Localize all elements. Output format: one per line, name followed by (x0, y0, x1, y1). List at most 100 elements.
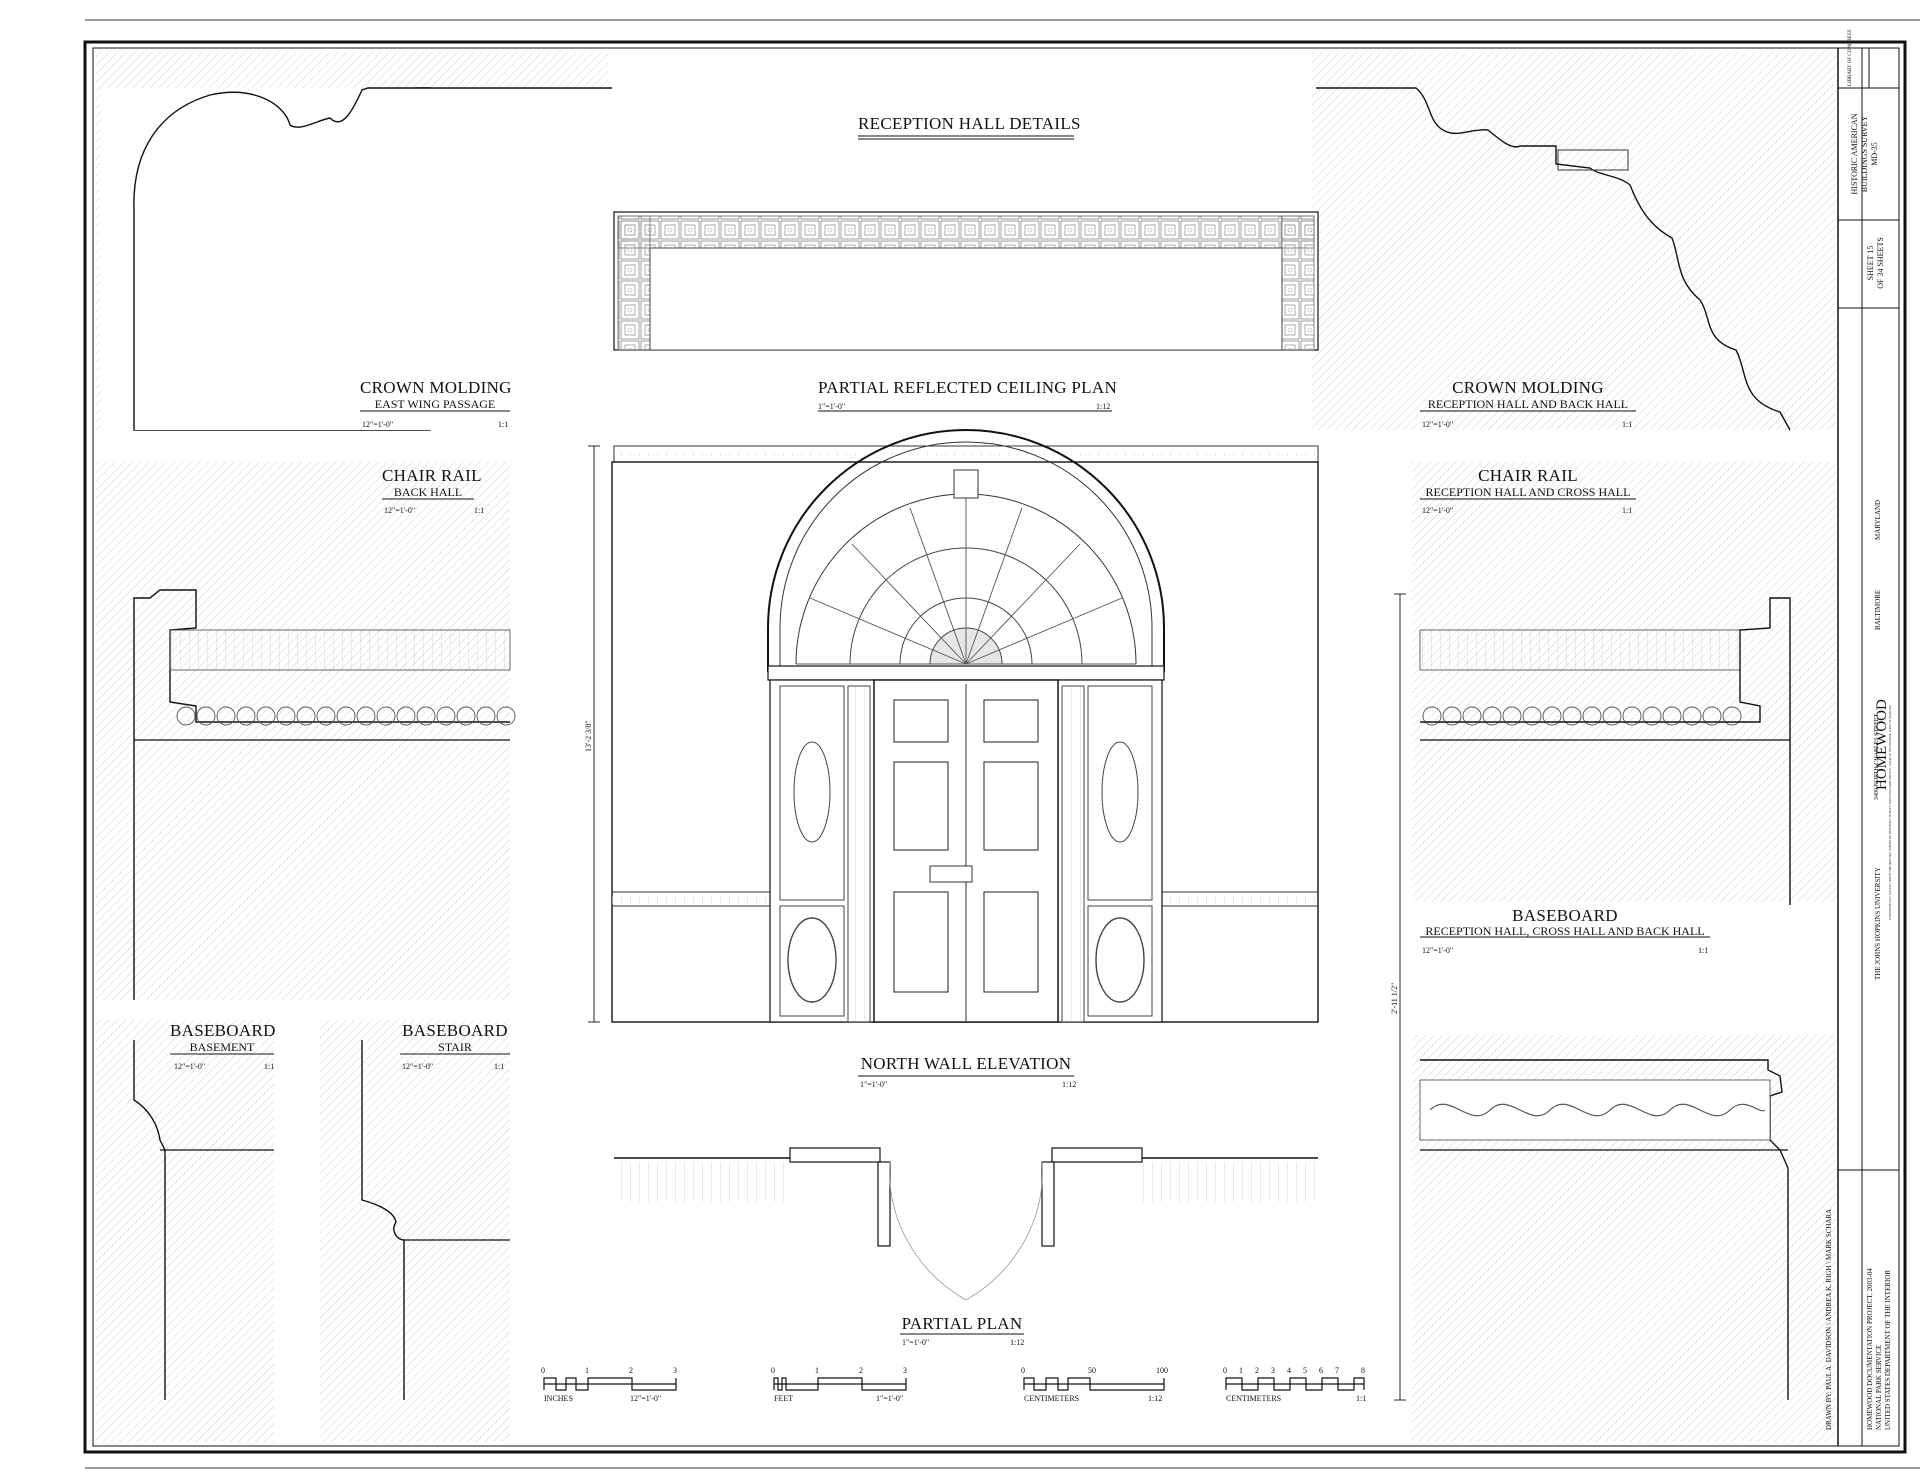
project-name: HOMEWOOD DOCUMENTATION PROJECT, 2003-04 (1866, 1268, 1874, 1430)
baseboard-basement-scale-left: 12"=1'-0" (174, 1062, 206, 1071)
scale-feet-tick-3: 3 (903, 1366, 907, 1375)
partial-plan-scale-right: 1:12 (1010, 1338, 1025, 1347)
chair-reception-title: CHAIR RAIL (1478, 466, 1578, 485)
baseboard-stair-profile (361, 1040, 510, 1400)
crown-reception-subtitle: RECEPTION HALL AND BACK HALL (1427, 397, 1629, 411)
baseboard-reception-scale-left: 12"=1'-0" (1422, 946, 1454, 955)
scale-cm1-tick-6: 6 (1319, 1366, 1323, 1375)
scale-bar-cm-12 (1023, 1377, 1165, 1391)
ceiling-plan-scale-left: 1"=1'-0" (818, 402, 846, 411)
title-block-library: LIBRARY OF CONGRESS (1848, 29, 1853, 87)
chair-rail-back-profile (133, 589, 516, 1000)
scale-cm1-unit: CENTIMETERS (1226, 1394, 1282, 1403)
sheet-count: OF 34 SHEETS (1876, 237, 1885, 289)
crown-reception-scale-left: 12"=1'-0" (1422, 420, 1454, 429)
sheet-title: RECEPTION HALL DETAILS (858, 114, 1081, 133)
crown-east-scale-left: 12"=1'-0" (362, 420, 394, 429)
scale-cm1-tick-2: 2 (1255, 1366, 1259, 1375)
scale-cm1-tick-1: 1 (1239, 1366, 1243, 1375)
scale-feet-tick-0: 0 (771, 1366, 775, 1375)
chair-back-title: CHAIR RAIL (382, 466, 482, 485)
scale-cm1-tick-7: 7 (1335, 1366, 1339, 1375)
scale-cm1-tick-8: 8 (1361, 1366, 1365, 1375)
baseboard-reception-scale-right: 1:1 (1698, 946, 1709, 955)
scale-cm12-ratio: 1:12 (1148, 1394, 1163, 1403)
scale-feet-unit: FEET (774, 1394, 794, 1403)
chair-reception-scale-right: 1:1 (1622, 506, 1633, 515)
scale-bars (543, 1377, 1365, 1391)
partial-plan-title: PARTIAL PLAN (901, 1314, 1023, 1333)
crown-reception-title: CROWN MOLDING (1452, 378, 1604, 397)
title-block-address: 3400 NORTH CHARLES STREET (1874, 713, 1880, 800)
scale-cm1-ratio: 1:1 (1356, 1394, 1367, 1403)
scale-cm1-tick-0: 0 (1223, 1366, 1227, 1375)
sheet-number: SHEET 15 (1866, 245, 1875, 281)
baseboard-reception-profile (1419, 1059, 1789, 1400)
partial-plan-scale-left: 1"=1'-0" (902, 1338, 930, 1347)
north-wall-elevation (611, 429, 1319, 1023)
chair-back-scale-right: 1:1 (474, 506, 485, 515)
title-block-credit-note: IF REPRODUCED, PLEASE CREDIT THE HISTORI… (1888, 704, 1892, 920)
scale-bar-feet (773, 1377, 907, 1391)
crown-reception-scale-right: 1:1 (1622, 420, 1633, 429)
title-block-owner: THE JOHNS HOPKINS UNIVERSITY (1874, 867, 1882, 980)
chair-reception-subtitle: RECEPTION HALL AND CROSS HALL (1425, 485, 1631, 499)
ceiling-plan-scale-right: 1:12 (1096, 402, 1111, 411)
scale-feet-tick-1: 1 (815, 1366, 819, 1375)
crown-east-subtitle: EAST WING PASSAGE (374, 397, 496, 411)
chair-back-scale-left: 12"=1'-0" (384, 506, 416, 515)
wall-height-dimension: 13'-2 3/8" (584, 720, 593, 752)
department-name: UNITED STATES DEPARTMENT OF THE INTERIOR (1884, 1269, 1892, 1430)
scale-bar-inches (543, 1377, 677, 1391)
partial-plan (614, 1147, 1318, 1301)
baseboard-basement-profile (133, 1040, 274, 1400)
scale-cm12-tick-50: 50 (1088, 1366, 1096, 1375)
title-block-agency: HOMEWOOD DOCUMENTATION PROJECT, 2003-04 … (1866, 1268, 1893, 1430)
baseboard-stair-subtitle: STAIR (438, 1040, 472, 1054)
north-wall-scale-right: 1:12 (1062, 1080, 1077, 1089)
scale-inches-ratio: 12"=1'-0" (630, 1394, 662, 1403)
scale-bar-cm-1 (1225, 1377, 1365, 1391)
north-wall-title: NORTH WALL ELEVATION (860, 1054, 1072, 1073)
survey-number: MD-35 (1870, 142, 1879, 166)
title-block-drawn-by: DRAWN BY: PAUL A. DAVIDSON \ ANDREA K. R… (1825, 1208, 1833, 1430)
scale-cm12-unit: CENTIMETERS (1024, 1394, 1080, 1403)
title-block-sheet: SHEET 15 OF 34 SHEETS (1866, 226, 1886, 300)
baseboard-stair-title: BASEBOARD (402, 1021, 508, 1040)
baseboard-reception-title: BASEBOARD (1512, 906, 1618, 925)
title-block-survey: HISTORIC AMERICAN BUILDINGS SURVEY MD-35 (1850, 94, 1880, 214)
dimension-lines (588, 445, 1406, 1401)
scale-inches-tick-1: 1 (585, 1366, 589, 1375)
title-underlines (170, 135, 1710, 1335)
baseboard-basement-subtitle: BASEMENT (189, 1040, 255, 1054)
chair-rail-reception-profile (1419, 597, 1791, 905)
agency-name: NATIONAL PARK SERVICE (1875, 1344, 1883, 1430)
scale-cm1-tick-5: 5 (1303, 1366, 1307, 1375)
title-block-state: MARYLAND (1874, 499, 1882, 540)
ceiling-plan-frieze (613, 211, 1319, 351)
crown-molding-reception-profile (1316, 87, 1791, 431)
chair-back-subtitle: BACK HALL (393, 485, 463, 499)
ceiling-plan-title: PARTIAL REFLECTED CEILING PLAN (818, 378, 1118, 397)
chair-reception-scale-left: 12"=1'-0" (1422, 506, 1454, 515)
baseboard-stair-scale-left: 12"=1'-0" (402, 1062, 434, 1071)
scale-inches-tick-0: 0 (541, 1366, 545, 1375)
baseboard-basement-scale-right: 1:1 (264, 1062, 275, 1071)
sheet-border (83, 40, 1907, 1454)
survey-name: HISTORIC AMERICAN BUILDINGS SURVEY (1850, 113, 1869, 195)
scale-feet-tick-2: 2 (859, 1366, 863, 1375)
scale-inches-tick-3: 3 (673, 1366, 677, 1375)
crown-east-title: CROWN MOLDING (360, 378, 512, 397)
title-block-city: BALTIMORE (1874, 589, 1882, 630)
crown-east-scale-right: 1:1 (498, 420, 509, 429)
north-wall-scale-left: 1"=1'-0" (860, 1080, 888, 1089)
baseboard-height-dimension: 2'-11 1/2" (1390, 982, 1399, 1014)
scale-cm1-tick-3: 3 (1271, 1366, 1275, 1375)
scale-inches-tick-2: 2 (629, 1366, 633, 1375)
scale-cm1-tick-4: 4 (1287, 1366, 1291, 1375)
scale-cm12-tick-0: 0 (1021, 1366, 1025, 1375)
baseboard-stair-scale-right: 1:1 (494, 1062, 505, 1071)
scale-inches-unit: INCHES (544, 1394, 573, 1403)
scale-cm12-tick-100: 100 (1156, 1366, 1168, 1375)
